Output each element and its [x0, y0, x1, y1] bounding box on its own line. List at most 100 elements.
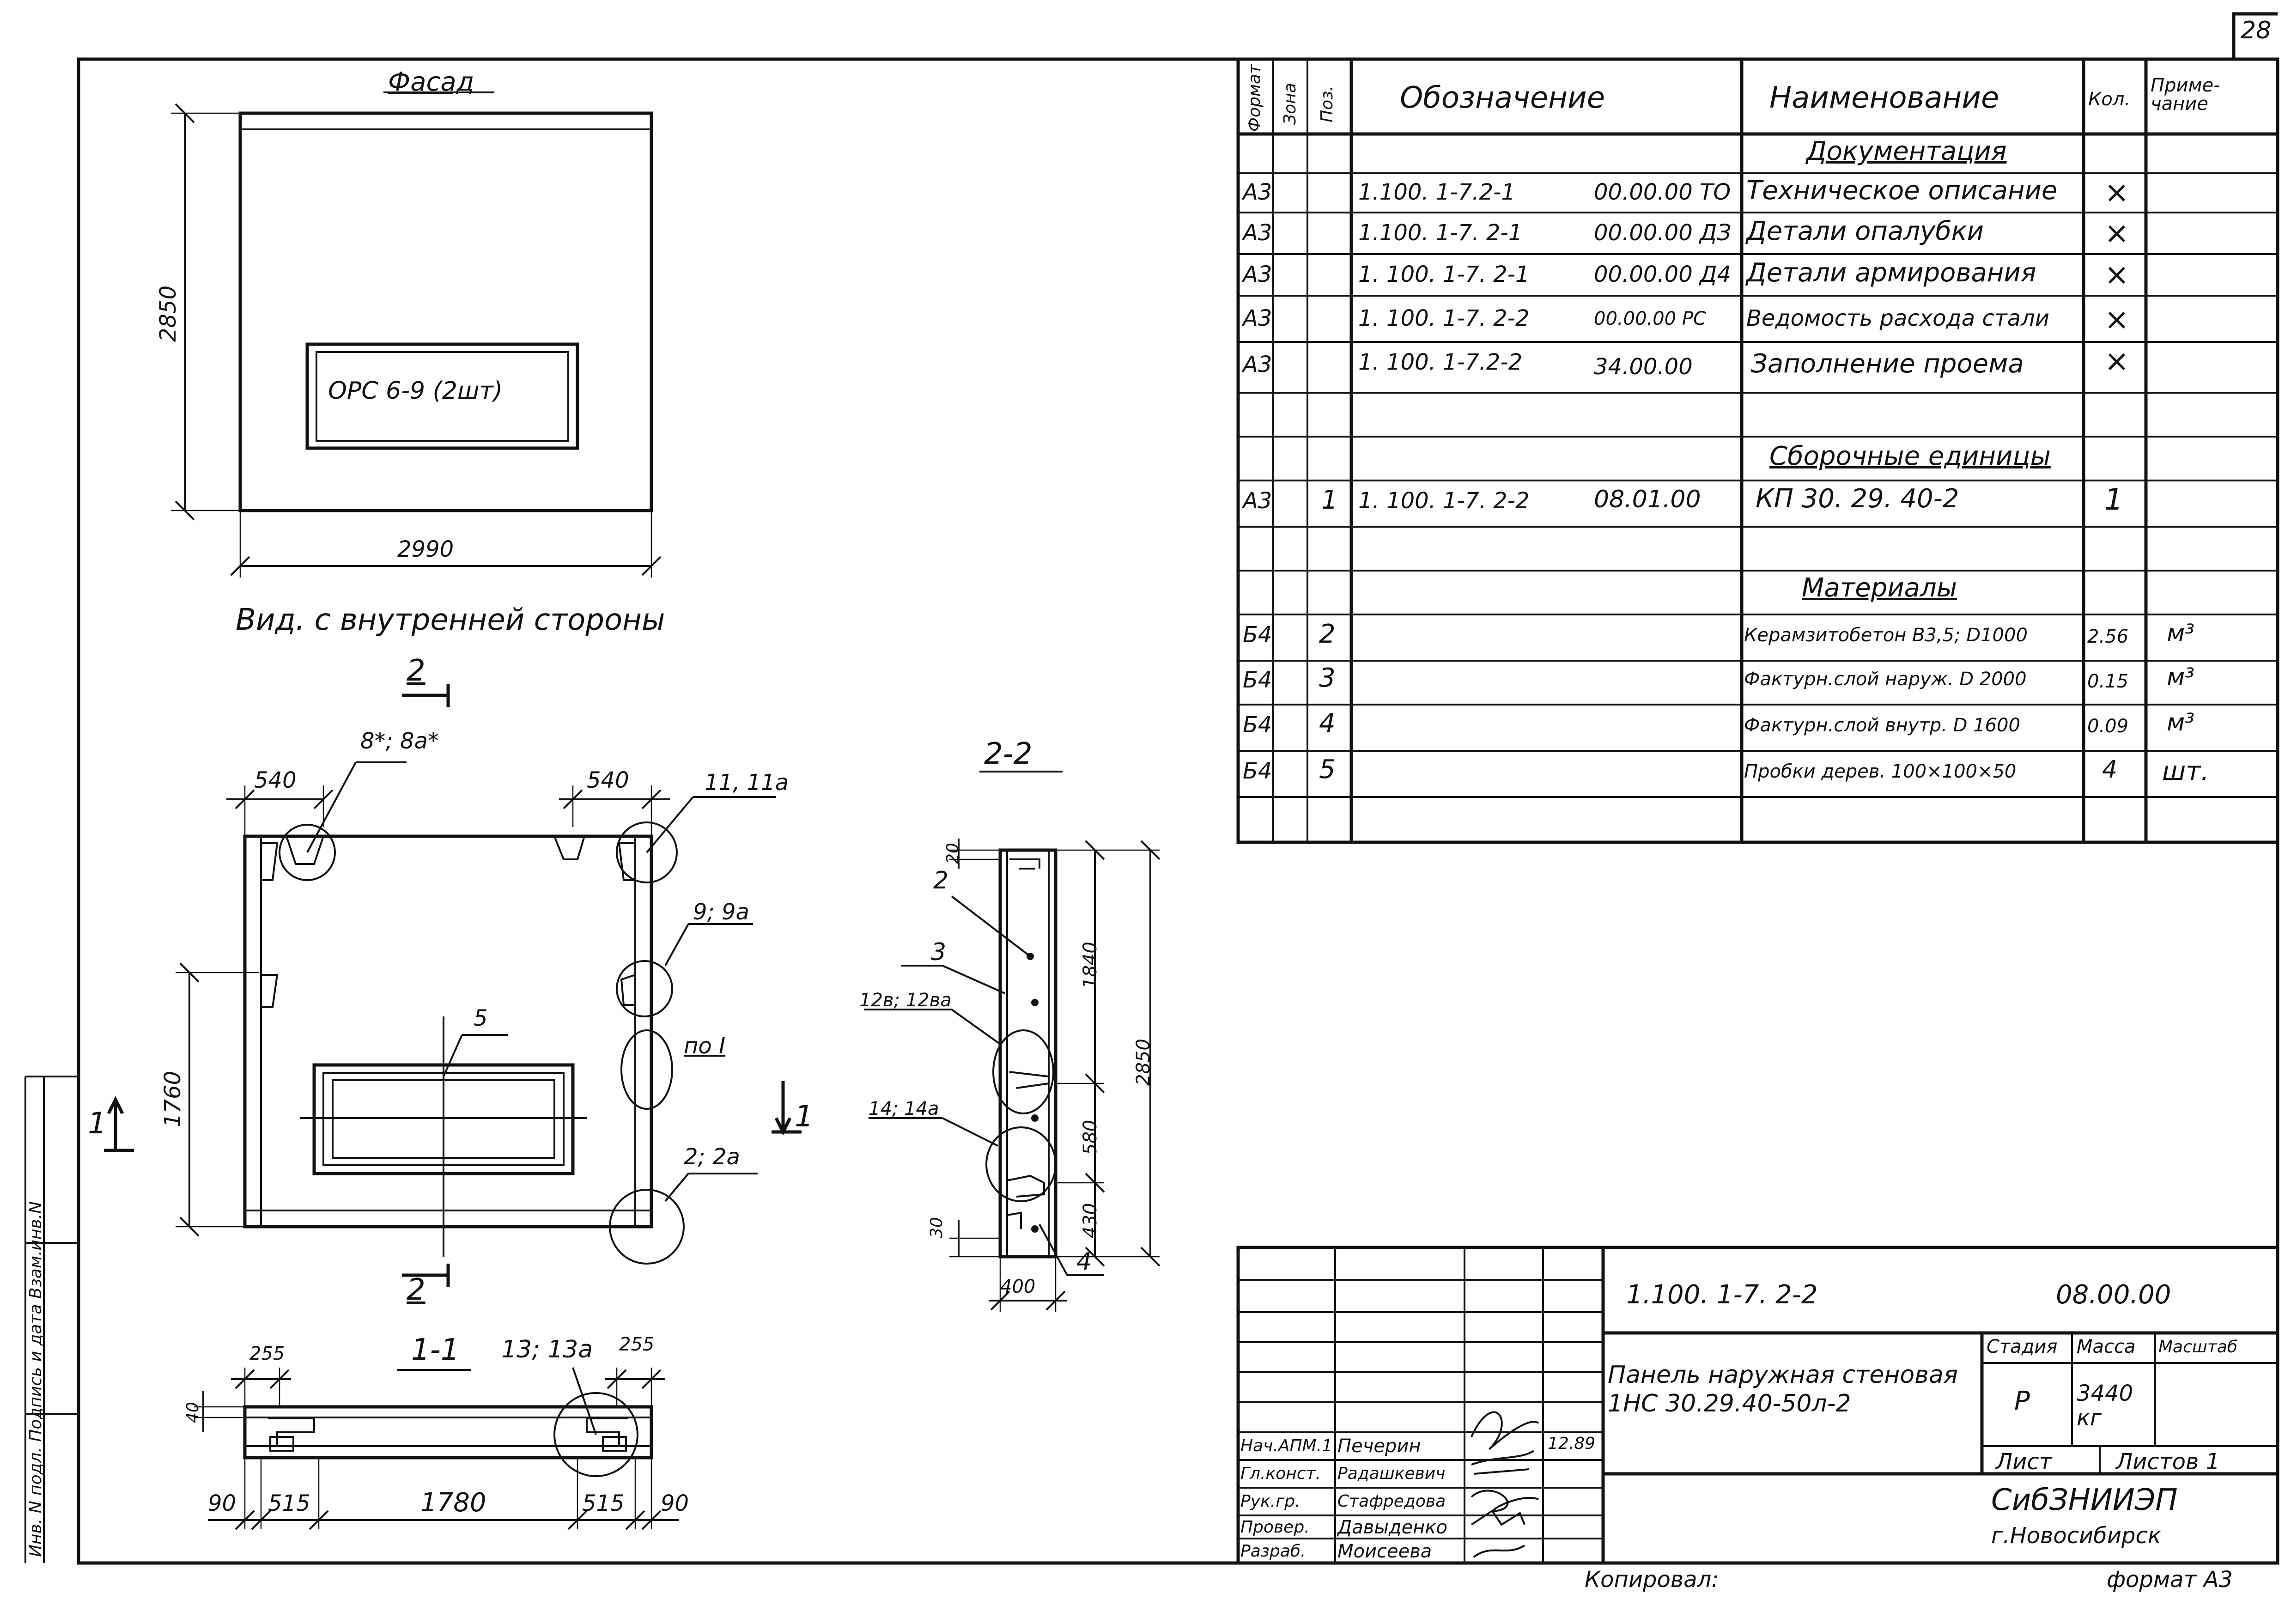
- s11-dim-255-right: 255: [619, 1334, 655, 1355]
- row-qty: ×: [2104, 344, 2129, 378]
- row-format: Б4: [1243, 622, 1272, 648]
- row-qty: 1: [2104, 483, 2123, 517]
- row-pos: 5: [1319, 754, 1336, 785]
- row-format: Б4: [1243, 667, 1272, 693]
- callout-2: 2; 2а: [684, 1144, 740, 1170]
- header-qty: Кол.: [2088, 89, 2131, 110]
- row-format: А3: [1243, 305, 1272, 331]
- callout-9: 9; 9а: [693, 899, 749, 925]
- row-qty: ×: [2104, 216, 2129, 250]
- s22-dim-580: 580: [1080, 1119, 1101, 1155]
- facade-dim-width: 2990: [397, 536, 454, 562]
- row-name: Ведомость расхода стали: [1746, 305, 2050, 331]
- inner-dim-left: 540: [254, 767, 297, 793]
- stage-value: Р: [2014, 1386, 2030, 1416]
- spec-table-grid: [1236, 57, 2279, 844]
- s11-dim-1780: 1780: [420, 1488, 486, 1518]
- sheet-label: Лист: [1996, 1449, 2052, 1475]
- section-2-2-title: 2-2: [984, 737, 1033, 771]
- s22-callout-14: 14; 14а: [869, 1098, 939, 1119]
- organization: СибЗНИИЭП: [1991, 1483, 2178, 1517]
- side-stamp: [24, 1076, 79, 1563]
- header-designation: Обозначение: [1400, 81, 1605, 115]
- inner-view-title: Вид. с внутренней стороны: [236, 603, 665, 637]
- s11-dim-515-left: 515: [268, 1490, 310, 1516]
- role-label: Разраб.: [1240, 1542, 1306, 1561]
- row-name: Пробки дерев. 100×100×50: [1744, 761, 2017, 782]
- section-materials: Материалы: [1802, 573, 1957, 603]
- s22-dim-30: 30: [927, 1217, 946, 1238]
- role-person: Радашкевич: [1337, 1464, 1446, 1483]
- s22-dim-1840: 1840: [1080, 942, 1101, 989]
- stage-header: Стадия: [1987, 1336, 2058, 1357]
- side-stamp-text: Инв. N подл. Подпись и дата Взам.инв.N: [26, 1201, 45, 1557]
- role-label: Провер.: [1240, 1518, 1310, 1537]
- role-person: Моисеева: [1337, 1541, 1432, 1562]
- s11-dim-90-left: 90: [208, 1490, 237, 1516]
- row-format: А3: [1243, 220, 1272, 246]
- cut-1-left: 1: [88, 1107, 107, 1141]
- row-format: Б4: [1243, 758, 1272, 784]
- sheet-number-box: [2232, 12, 2278, 59]
- facade-window-label: ОРС 6-9 (2шт): [328, 377, 503, 405]
- scale-header: Масштаб: [2158, 1338, 2238, 1356]
- mass-header: Масса: [2077, 1336, 2136, 1357]
- copied-by: Копировал:: [1585, 1567, 1719, 1593]
- row-qty: ×: [2104, 176, 2129, 210]
- title-code-2: 08.00.00: [2056, 1280, 2171, 1310]
- row-qty: ×: [2104, 258, 2129, 292]
- row-name: Фактурн.слой внутр. D 1600: [1744, 715, 2020, 736]
- facade-title: Фасад: [388, 67, 474, 97]
- role-person: Стафредова: [1337, 1492, 1446, 1511]
- row-designation: 1. 100. 1-7. 2-2: [1358, 305, 1530, 331]
- s11-dim-90-right: 90: [661, 1490, 689, 1516]
- row-designation-code: 00.00.00 РС: [1594, 308, 1706, 329]
- s22-callout-2: 2: [933, 867, 949, 894]
- row-qty: 4: [2102, 756, 2118, 784]
- row-name: КП 30. 29. 40-2: [1756, 484, 1959, 514]
- row-designation-code: 08.01.00: [1594, 486, 1701, 513]
- s22-callout-4: 4: [1076, 1248, 1092, 1276]
- row-qty: ×: [2104, 303, 2129, 337]
- s22-dim-400: 400: [1000, 1276, 1036, 1297]
- title-product-name: Панель наружная стеновая 1НС 30.29.40-50…: [1608, 1361, 1958, 1418]
- approval-date: 12.89: [1548, 1434, 1596, 1453]
- s22-dim-20: 20: [943, 843, 962, 864]
- title-code: 1.100. 1-7. 2-2: [1626, 1280, 1818, 1310]
- section-assemblies: Сборочные единицы: [1769, 441, 2051, 471]
- row-name: Детали армирования: [1746, 258, 2036, 288]
- sheets-label: Листов 1: [2116, 1449, 2220, 1475]
- row-format: А3: [1243, 352, 1272, 377]
- cut-2-bottom: 2: [407, 1273, 425, 1307]
- s11-dim-515-right: 515: [582, 1490, 625, 1516]
- role-person: Печерин: [1337, 1435, 1421, 1457]
- row-designation-code: 00.00.00 Д4: [1594, 262, 1732, 287]
- row-designation-code: 34.00.00: [1594, 354, 1693, 380]
- facade-drawing: [171, 91, 662, 578]
- header-format: Формат: [1245, 64, 1264, 132]
- callout-8: 8*; 8а*: [360, 728, 439, 754]
- row-pos: 1: [1321, 485, 1338, 515]
- section-2-2-drawing: [864, 771, 1161, 1312]
- s11-dim-255-left: 255: [249, 1343, 285, 1364]
- row-note: м³: [2167, 663, 2195, 691]
- row-name: Заполнение проема: [1751, 349, 2024, 379]
- s22-dim-2850: 2850: [1133, 1039, 1154, 1086]
- row-pos: 2: [1319, 619, 1336, 649]
- row-format: Б4: [1243, 712, 1272, 738]
- row-pos: 3: [1319, 663, 1336, 693]
- cut-1-right: 1: [795, 1100, 814, 1134]
- row-name: Техническое описание: [1746, 176, 2058, 206]
- header-name: Наименование: [1769, 81, 1999, 115]
- section-1-1-drawing: [194, 1367, 679, 1530]
- callout-5: 5: [474, 1005, 488, 1031]
- row-designation-code: 00.00.00 ДЗ: [1594, 220, 1732, 246]
- row-name: Детали опалубки: [1746, 216, 1984, 246]
- row-designation-code: 00.00.00 ТО: [1594, 179, 1731, 205]
- row-note: м³: [2167, 709, 2195, 736]
- row-designation: 1.100. 1-7. 2-1: [1358, 220, 1523, 246]
- row-format: А3: [1243, 262, 1272, 287]
- row-qty: 2.56: [2087, 626, 2129, 647]
- cut-2-top: 2: [407, 654, 425, 688]
- signatures: [1471, 1411, 1539, 1558]
